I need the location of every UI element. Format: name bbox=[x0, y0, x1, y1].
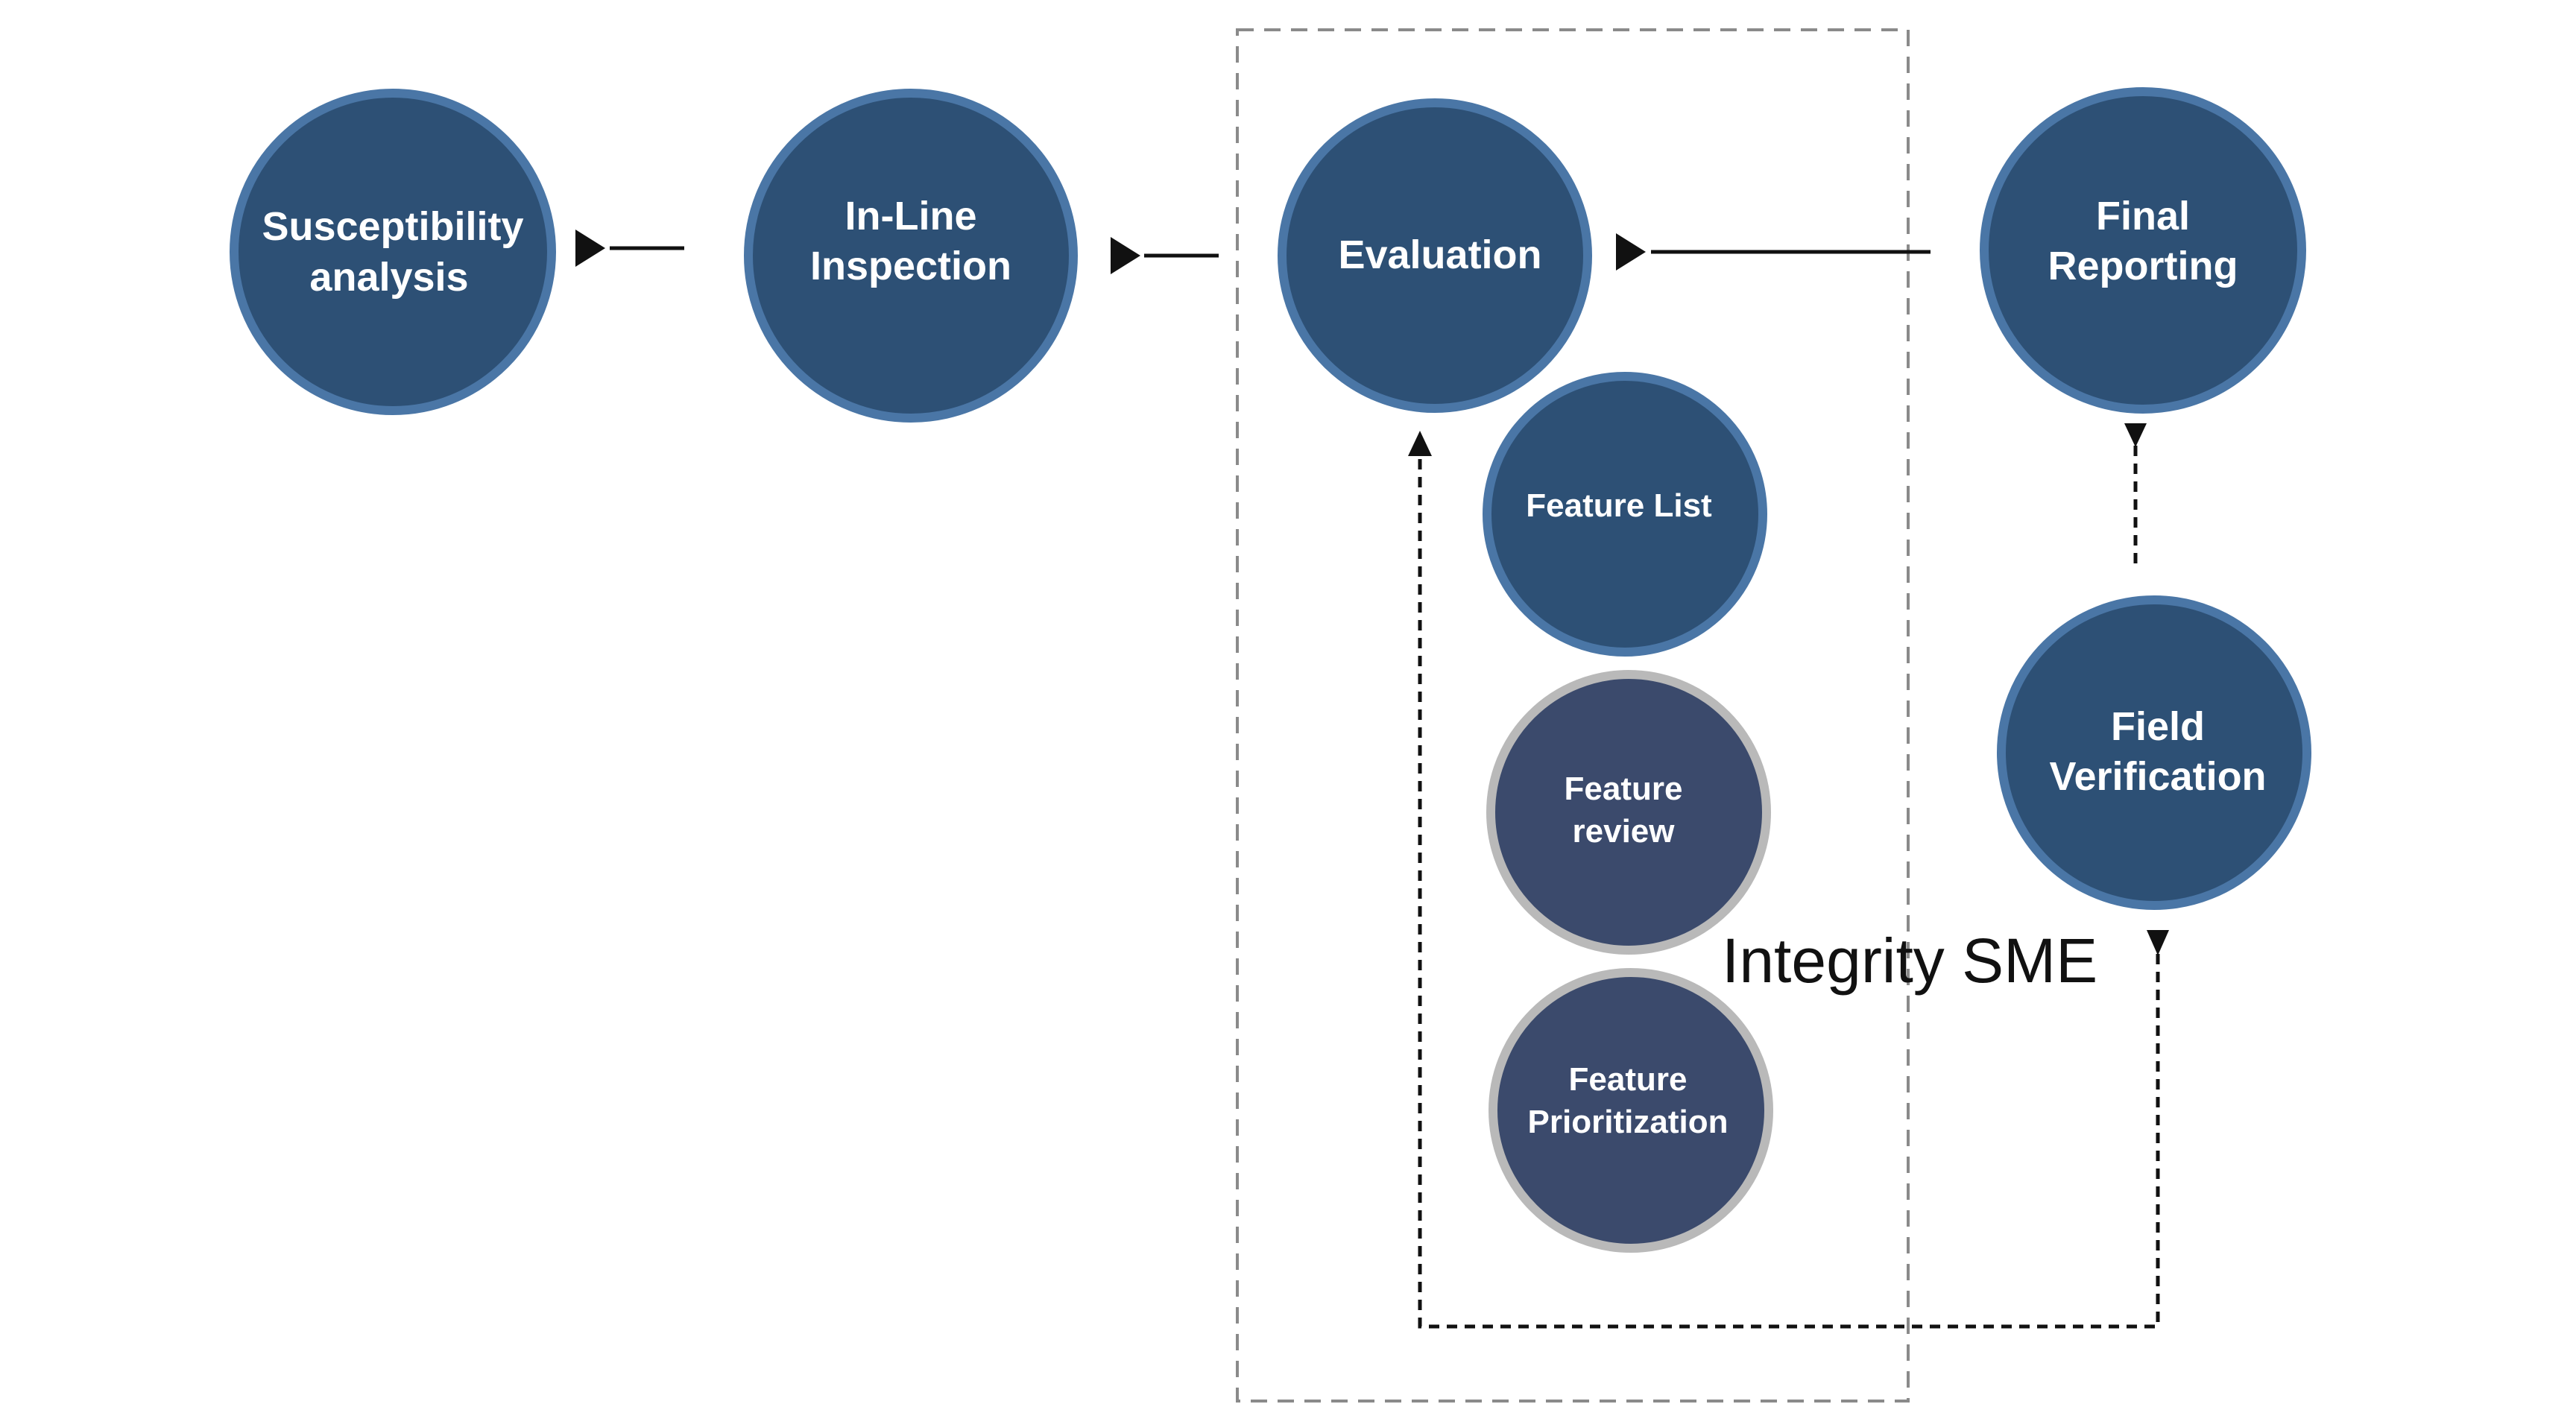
node-feature-list-circle bbox=[1483, 372, 1767, 657]
node-inline-circle bbox=[744, 89, 1078, 423]
node-feature-review-line1: Feature bbox=[1565, 771, 1683, 807]
node-feature-review-circle bbox=[1486, 670, 1771, 955]
node-final-line2: Reporting bbox=[2048, 244, 2238, 288]
node-final-line1: Final bbox=[2096, 194, 2190, 238]
arrowhead-field-verification bbox=[2147, 930, 2169, 955]
node-susceptibility-line2: analysis bbox=[309, 255, 468, 300]
node-feature-prioritization: Feature Prioritization bbox=[1489, 968, 1773, 1253]
node-field-circle bbox=[1997, 595, 2311, 910]
node-feature-review-line2: review bbox=[1573, 813, 1676, 850]
node-field-line2: Verification bbox=[2049, 754, 2266, 799]
node-feature-list-line1: Feature List bbox=[1526, 487, 1712, 524]
node-feature-review: Feature review bbox=[1486, 670, 1771, 955]
node-inline-line2: Inspection bbox=[810, 244, 1011, 288]
arrowhead-final-reporting bbox=[2124, 423, 2147, 447]
node-feature-prioritization-line1: Feature bbox=[1569, 1061, 1688, 1098]
integrity-sme-group-box bbox=[1236, 28, 1910, 1403]
arrowhead-evaluation-return bbox=[1408, 431, 1432, 456]
node-inline-inspection: In-Line Inspection bbox=[744, 89, 1078, 423]
node-evaluation-circle bbox=[1278, 98, 1592, 413]
integrity-sme-label: Integrity SME bbox=[1722, 926, 2097, 996]
node-field-verification: Field Verification bbox=[1997, 595, 2311, 910]
node-susceptibility-circle bbox=[230, 89, 556, 415]
node-final-circle bbox=[1980, 87, 2306, 414]
node-evaluation-line1: Evaluation bbox=[1338, 233, 1541, 277]
node-susceptibility-analysis: Susceptibility analysis bbox=[230, 89, 556, 415]
node-feature-prioritization-circle bbox=[1489, 968, 1773, 1253]
node-field-line1: Field bbox=[2111, 704, 2205, 749]
node-feature-list: Feature List bbox=[1483, 372, 1767, 657]
node-final-reporting: Final Reporting bbox=[1980, 87, 2306, 414]
arrowhead-evaluation bbox=[1616, 233, 1646, 271]
node-susceptibility-line1: Susceptibility bbox=[262, 204, 523, 249]
arrowhead-susceptibility bbox=[575, 230, 605, 267]
arrowhead-inline bbox=[1111, 237, 1140, 274]
node-feature-prioritization-line2: Prioritization bbox=[1528, 1104, 1729, 1140]
connector-field-to-evaluation bbox=[1418, 455, 2160, 1329]
node-inline-line1: In-Line bbox=[845, 194, 977, 238]
node-evaluation: Evaluation bbox=[1278, 98, 1592, 413]
